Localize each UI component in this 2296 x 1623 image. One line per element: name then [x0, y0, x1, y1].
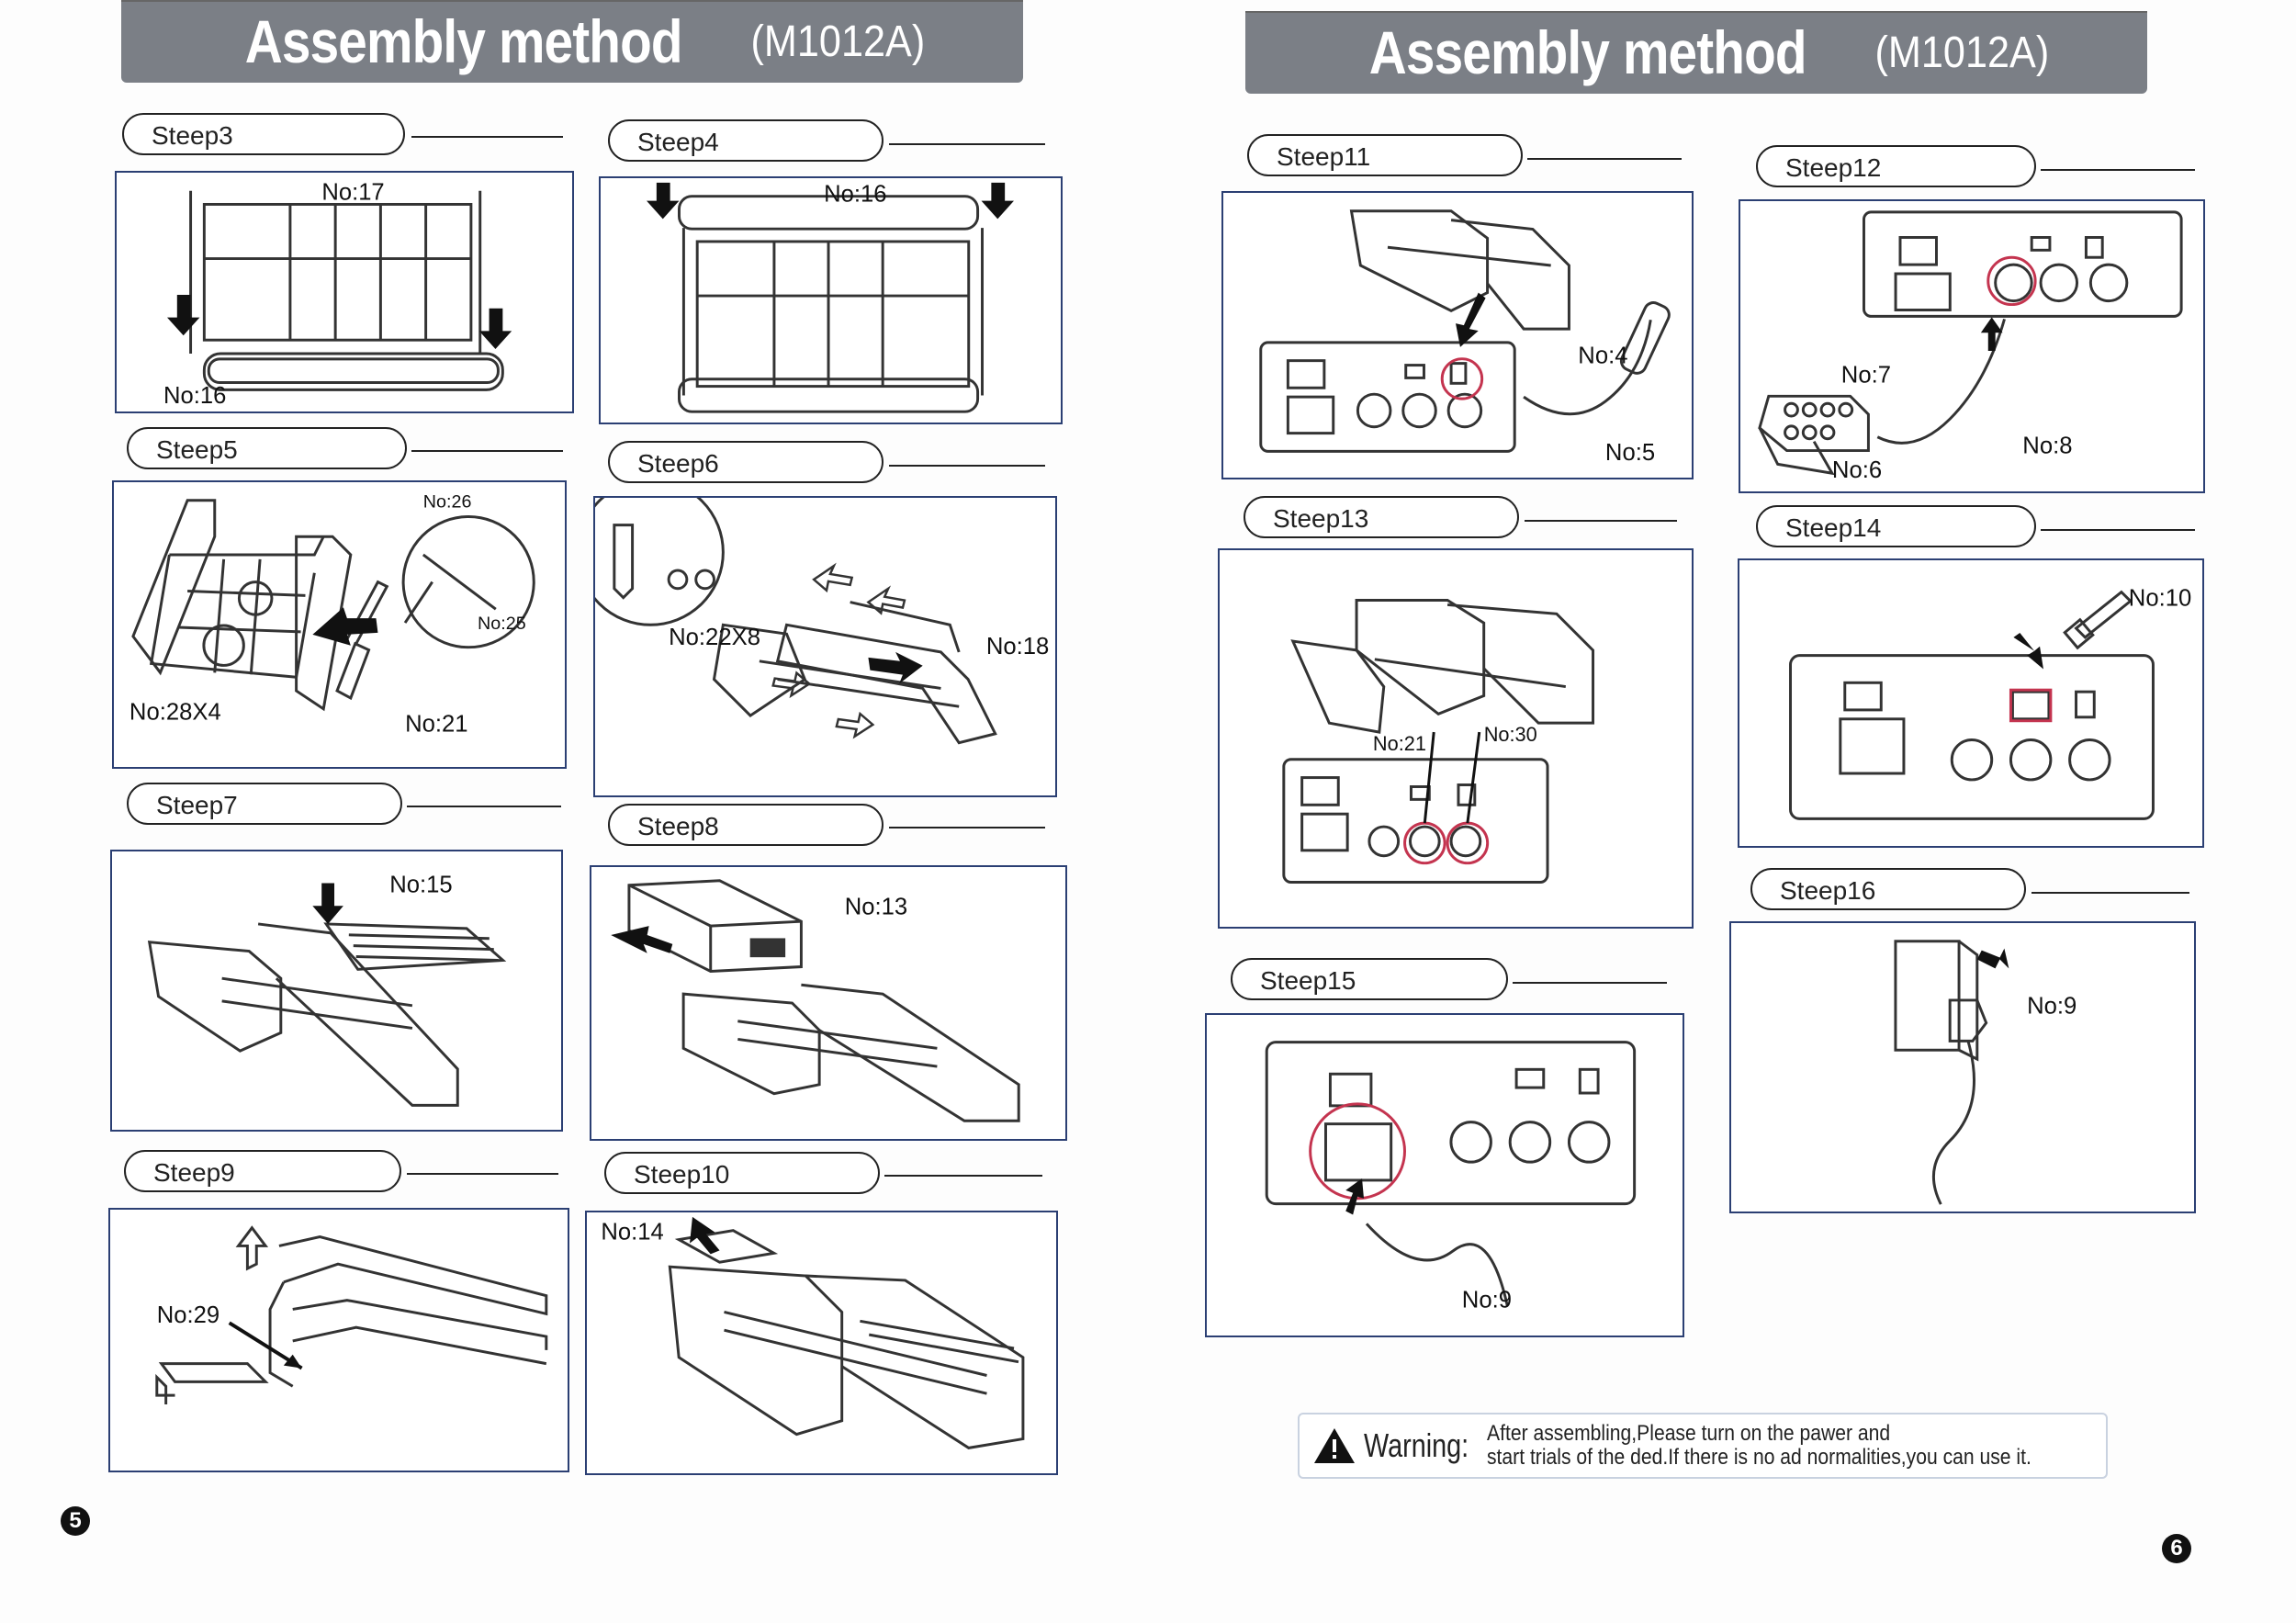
step-illustration: No:29 — [108, 1208, 569, 1472]
step-label: No:5 — [1605, 440, 1655, 466]
step-label: No:21 — [405, 711, 467, 737]
step-tag: Steep14 — [1756, 505, 2036, 547]
step-illustration: No:9 — [1729, 921, 2196, 1213]
step-tag: Steep6 — [608, 441, 884, 483]
left-page: Assembly method (M1012A) Steep3 — [61, 0, 1067, 1536]
step-label: No:17 — [321, 180, 384, 206]
header-model: (M1012A) — [750, 17, 926, 66]
step-tag: Steep5 — [127, 427, 407, 469]
step-tag: Steep11 — [1247, 134, 1523, 176]
step-illustration: No:13 — [590, 865, 1067, 1141]
step-label: No:4 — [1578, 344, 1627, 369]
step-label: No:29 — [157, 1302, 219, 1328]
step-illustration: No:4 No:5 — [1221, 191, 1694, 479]
step-label: No:15 — [389, 872, 452, 897]
step-label: No:10 — [2129, 585, 2191, 611]
step-illustration: No:17 No:16 — [115, 171, 574, 413]
page-number: 6 — [2162, 1534, 2191, 1563]
warning-line-2: start trials of the ded.If there is no a… — [1487, 1445, 2032, 1470]
step-illustration: No:22X8 No:18 — [593, 496, 1057, 797]
step-label: No:6 — [1832, 457, 1882, 483]
step-tag: Steep9 — [124, 1150, 401, 1192]
step-tag: Steep15 — [1231, 958, 1508, 1000]
step-label: No:9 — [2027, 994, 2077, 1020]
step-illustration: No:14 — [585, 1211, 1058, 1475]
step-label: No:7 — [1841, 363, 1891, 389]
step-label: No:30 — [1484, 723, 1537, 746]
step-tag: Steep7 — [127, 783, 402, 825]
step-label: No:28X4 — [129, 700, 221, 726]
step-label: No:14 — [601, 1220, 663, 1245]
warning-box: Warning: After assembling,Please turn on… — [1298, 1413, 2108, 1479]
step-label: No:18 — [986, 634, 1050, 659]
step-tag: Steep12 — [1756, 145, 2036, 187]
step-label: No:26 — [423, 492, 472, 513]
step-label: No:21 — [1373, 732, 1426, 755]
step-label: No:16 — [163, 383, 226, 409]
step-illustration: No:16 — [599, 176, 1063, 424]
step-label: No:25 — [478, 614, 526, 634]
step-tag: Steep16 — [1750, 868, 2026, 910]
step-label: No:8 — [2022, 434, 2072, 459]
step-tag: Steep10 — [604, 1152, 880, 1194]
warning-label: Warning: — [1364, 1426, 1469, 1464]
step-label: No:9 — [1462, 1287, 1512, 1313]
step-illustration: No:26 No:25 No:28X4 No:21 — [112, 480, 567, 769]
step-illustration: No:7 No:8 No:6 — [1739, 199, 2205, 493]
step-tag: Steep8 — [608, 804, 884, 846]
step-label: No:22X8 — [669, 625, 760, 650]
step-illustration: No:9 — [1205, 1013, 1684, 1337]
step-illustration: No:21 No:30 — [1218, 548, 1694, 929]
page-number: 5 — [61, 1506, 90, 1536]
step-tag: Steep3 — [122, 113, 405, 155]
step-illustration: No:15 — [110, 850, 563, 1132]
warning-line-1: After assembling,Please turn on the pawe… — [1487, 1421, 1891, 1446]
step-label: No:16 — [824, 182, 886, 208]
page-header-left: Assembly method (M1012A) — [121, 0, 1023, 83]
right-page: Assembly method (M1012A) Steep11 — [1148, 0, 2296, 1623]
step-label: No:13 — [845, 894, 907, 919]
step-tag: Steep4 — [608, 119, 884, 162]
page-header-right: Assembly method (M1012A) — [1245, 11, 2147, 94]
header-title: Assembly method — [1368, 18, 1807, 86]
warning-icon — [1314, 1428, 1355, 1463]
header-title: Assembly method — [244, 7, 683, 75]
header-model: (M1012A) — [1874, 28, 2050, 77]
warning-text: After assembling,Please turn on the pawe… — [1487, 1422, 2032, 1470]
step-illustration: No:10 — [1738, 558, 2204, 848]
step-tag: Steep13 — [1244, 496, 1519, 538]
